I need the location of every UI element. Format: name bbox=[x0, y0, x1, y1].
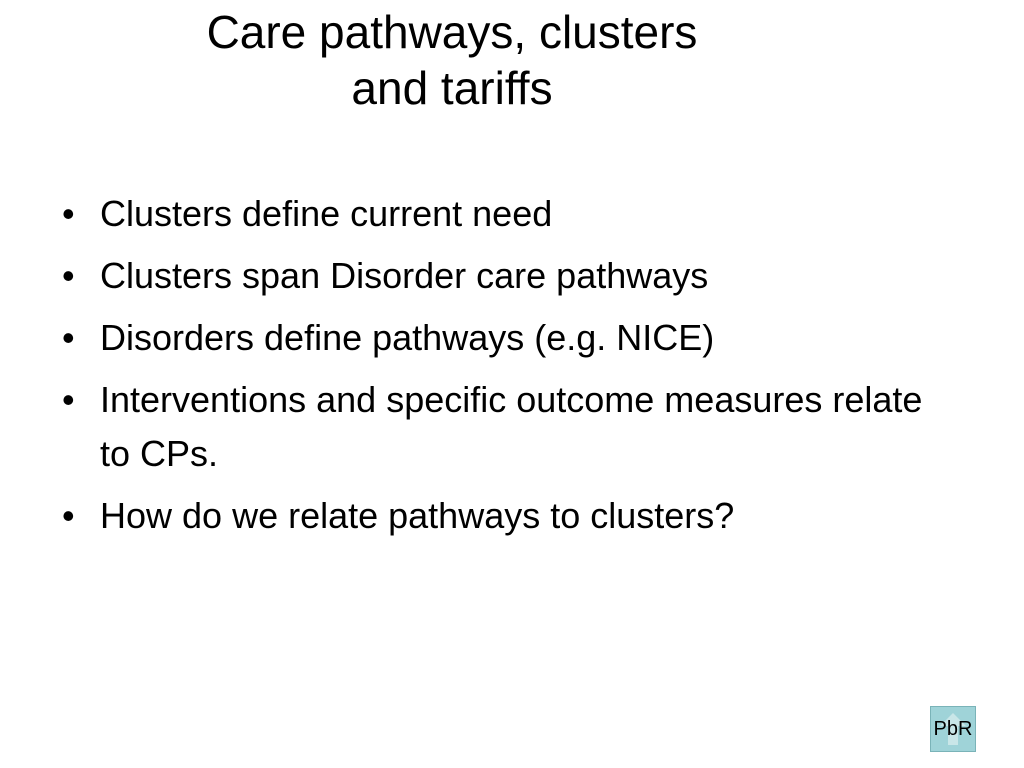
bullet-text: Clusters span Disorder care pathways bbox=[100, 255, 709, 296]
slide-title-line-1: Care pathways, clusters bbox=[206, 6, 698, 58]
bullet-text: Disorders define pathways (e.g. NICE) bbox=[100, 317, 715, 358]
bullet-icon: • bbox=[62, 379, 75, 420]
bullet-text: Interventions and specific outcome measu… bbox=[100, 379, 923, 474]
pbr-nav-label: PbR bbox=[933, 717, 973, 740]
bullet-icon: • bbox=[62, 495, 75, 536]
bullet-icon: • bbox=[62, 317, 75, 358]
up-arrow-icon bbox=[940, 713, 966, 726]
pbr-nav-button[interactable]: PbR bbox=[930, 706, 976, 752]
bullet-text: Clusters define current need bbox=[100, 193, 553, 234]
slide-title-line-2: and tariffs bbox=[351, 62, 553, 114]
bullet-icon: • bbox=[62, 255, 75, 296]
up-arrow-stem bbox=[948, 725, 958, 745]
bullet-text: How do we relate pathways to clusters? bbox=[100, 495, 735, 536]
bullet-item: • How do we relate pathways to clusters? bbox=[56, 489, 956, 543]
bullet-icon: • bbox=[62, 193, 75, 234]
bullet-item: • Interventions and specific outcome mea… bbox=[56, 373, 956, 481]
bullet-item: • Clusters define current need bbox=[56, 187, 956, 241]
bullet-item: • Clusters span Disorder care pathways bbox=[56, 249, 956, 303]
bullet-list: • Clusters define current need • Cluster… bbox=[56, 187, 956, 551]
slide-title: Care pathways, clusters and tariffs bbox=[150, 4, 754, 116]
bullet-item: • Disorders define pathways (e.g. NICE) bbox=[56, 311, 956, 365]
